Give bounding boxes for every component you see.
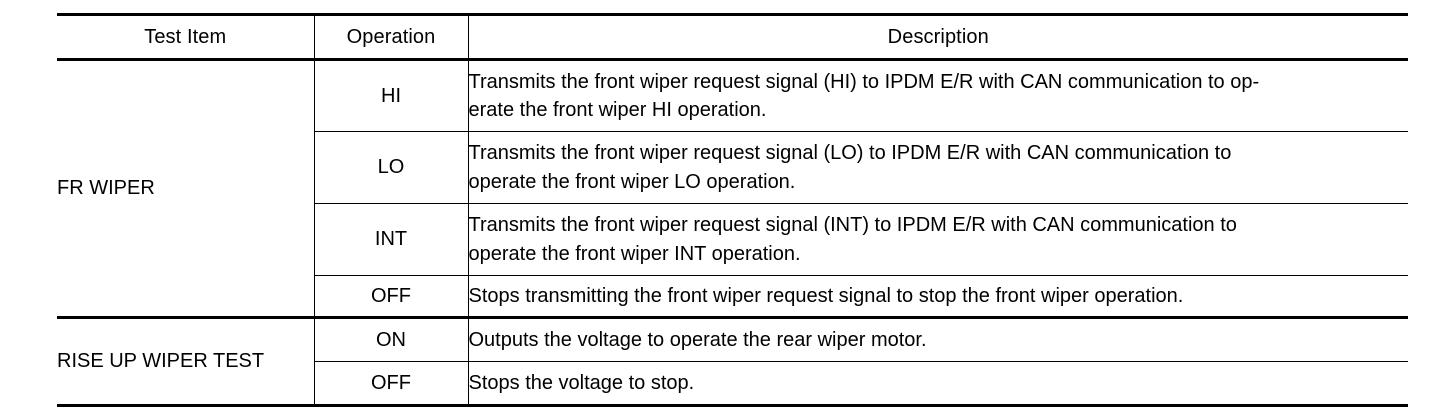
test-item-line: TEST — [212, 350, 265, 372]
operation-int: INT — [313, 203, 468, 276]
description-line: Transmits the front wiper request signal… — [468, 142, 1232, 165]
operation-on: ON — [313, 317, 468, 362]
operation-hi: HI — [313, 59, 468, 132]
column-header-operation: Operation — [313, 13, 468, 61]
description-fr-wiper-off: Stops transmitting the front wiper reque… — [467, 275, 1408, 319]
description-fr-wiper-lo: Transmits the front wiper request signal… — [467, 131, 1408, 204]
header-row: Test Item Operation Description — [57, 13, 1408, 61]
description-line: erate the front wiper HI operation. — [468, 99, 767, 121]
table-body: FR WIPER HI Transmits the front wiper re… — [57, 59, 1408, 407]
test-item-line: RISE UP WIPER — [57, 350, 208, 372]
test-item-rise-up-wiper-test: RISE UP WIPER TEST — [57, 317, 314, 407]
table-row: FR WIPER HI Transmits the front wiper re… — [57, 59, 1408, 319]
description-line: operate the front wiper LO operation. — [468, 170, 796, 193]
table-row: OFF Stops the voltage to stop. — [57, 361, 1408, 407]
description-line: Outputs the voltage to operate the rear … — [468, 328, 927, 351]
table-row: INT Transmits the front wiper request si… — [57, 203, 1408, 276]
column-header-description: Description — [467, 13, 1408, 61]
table-header: Test Item Operation Description — [57, 13, 1408, 61]
operation-off-rise-up: OFF — [313, 361, 468, 407]
table-row: LO Transmits the front wiper request sig… — [57, 131, 1408, 204]
description-rise-up-off: Stops the voltage to stop. — [467, 361, 1408, 407]
description-line: Transmits the front wiper request signal… — [468, 214, 1237, 237]
operation-lo: LO — [313, 131, 468, 204]
test-item-fr-wiper: FR WIPER — [57, 59, 314, 319]
active-test-table: Test Item Operation Description FR WIPER… — [57, 13, 1408, 407]
description-line: Stops transmitting the front wiper reque… — [468, 284, 1184, 307]
column-header-test-item: Test Item — [57, 13, 314, 61]
table-row: OFF Stops transmitting the front wiper r… — [57, 275, 1408, 319]
description-fr-wiper-int: Transmits the front wiper request signal… — [467, 203, 1408, 276]
description-line: Stops the voltage to stop. — [468, 371, 695, 394]
table-row: RISE UP WIPER TEST ON Outputs the voltag… — [57, 317, 1408, 407]
description-line: Transmits the front wiper request signal… — [468, 70, 1260, 93]
description-fr-wiper-hi: Transmits the front wiper request signal… — [467, 59, 1408, 132]
operation-off: OFF — [313, 275, 468, 319]
description-rise-up-on: Outputs the voltage to operate the rear … — [467, 317, 1408, 362]
description-line: operate the front wiper INT operation. — [468, 242, 801, 265]
